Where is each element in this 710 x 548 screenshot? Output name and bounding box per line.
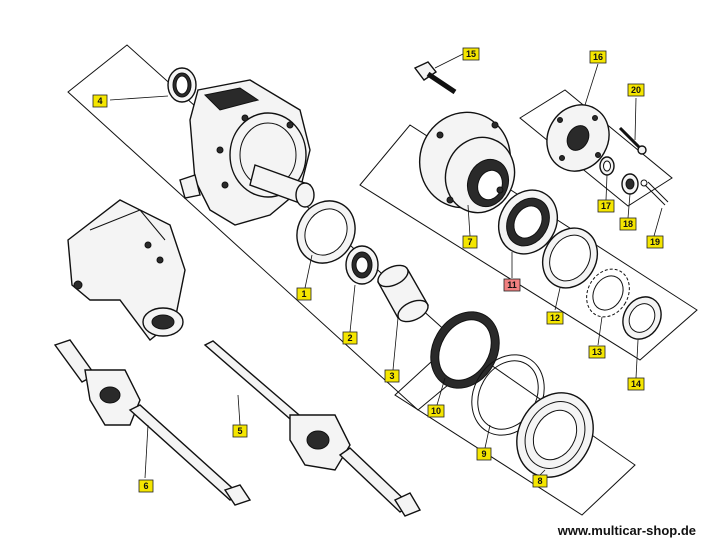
part-sleeve-3 xyxy=(377,264,429,323)
callout-17: 17 xyxy=(597,199,615,213)
callout-4: 4 xyxy=(92,94,108,108)
flange-assembly-frame xyxy=(519,89,673,207)
svg-text:1: 1 xyxy=(301,289,306,299)
callout-19: 19 xyxy=(646,235,664,249)
svg-text:16: 16 xyxy=(593,52,603,62)
svg-text:19: 19 xyxy=(650,237,660,247)
svg-text:11: 11 xyxy=(507,280,517,290)
callout-1: 1 xyxy=(296,287,312,301)
callout-5: 5 xyxy=(232,424,248,438)
callout-2: 2 xyxy=(342,331,358,345)
part-ring-12 xyxy=(541,227,599,289)
svg-text:2: 2 xyxy=(347,333,352,343)
svg-text:13: 13 xyxy=(592,347,602,357)
part-cotter-pin-19 xyxy=(640,179,669,206)
svg-text:12: 12 xyxy=(550,313,560,323)
part-seal-1 xyxy=(296,200,356,264)
svg-text:4: 4 xyxy=(97,96,102,106)
part-bolt-20 xyxy=(618,126,647,155)
center-assembly-frame xyxy=(394,339,636,516)
part-seal-10 xyxy=(430,311,500,389)
svg-text:3: 3 xyxy=(389,371,394,381)
part-bearing-2 xyxy=(345,245,379,285)
part-bearing-11 xyxy=(497,189,559,255)
callout-15: 15 xyxy=(462,47,480,61)
callout-11: 11 xyxy=(503,278,521,292)
part-nut-18 xyxy=(621,173,639,195)
svg-text:9: 9 xyxy=(481,449,486,459)
watermark-text: www.multicar-shop.de xyxy=(557,523,696,538)
callout-18: 18 xyxy=(619,217,637,231)
callout-20: 20 xyxy=(627,83,645,97)
callout-16: 16 xyxy=(589,50,607,64)
callout-14: 14 xyxy=(627,377,645,391)
svg-text:20: 20 xyxy=(631,85,641,95)
part-hub-7 xyxy=(418,111,516,214)
svg-text:8: 8 xyxy=(537,476,542,486)
part-steering-arm xyxy=(67,199,186,341)
callout-9: 9 xyxy=(476,447,492,461)
svg-text:15: 15 xyxy=(466,49,476,59)
part-seal-ring-4 xyxy=(167,67,197,103)
callout-8: 8 xyxy=(532,474,548,488)
part-flange-16 xyxy=(546,104,610,172)
callout-12: 12 xyxy=(546,311,564,325)
part-nut-14 xyxy=(622,296,662,340)
svg-text:17: 17 xyxy=(601,201,611,211)
right-assembly-frame xyxy=(359,124,698,361)
callout-13: 13 xyxy=(588,345,606,359)
svg-text:7: 7 xyxy=(467,237,472,247)
callout-10: 10 xyxy=(427,404,445,418)
svg-text:14: 14 xyxy=(631,379,641,389)
svg-text:6: 6 xyxy=(143,481,148,491)
part-lock-washer-13 xyxy=(586,268,630,318)
svg-text:18: 18 xyxy=(623,219,633,229)
callout-3: 3 xyxy=(384,369,400,383)
svg-text:10: 10 xyxy=(431,406,441,416)
svg-text:5: 5 xyxy=(237,426,242,436)
callout-6: 6 xyxy=(138,479,154,493)
part-bolt-15 xyxy=(413,61,457,95)
part-drive-shaft-6 xyxy=(53,339,252,506)
part-knuckle-housing xyxy=(179,79,315,226)
callout-7: 7 xyxy=(462,235,478,249)
part-washer-17 xyxy=(599,156,615,176)
part-bearing-8 xyxy=(516,392,594,478)
part-drive-shaft-5 xyxy=(203,340,422,517)
